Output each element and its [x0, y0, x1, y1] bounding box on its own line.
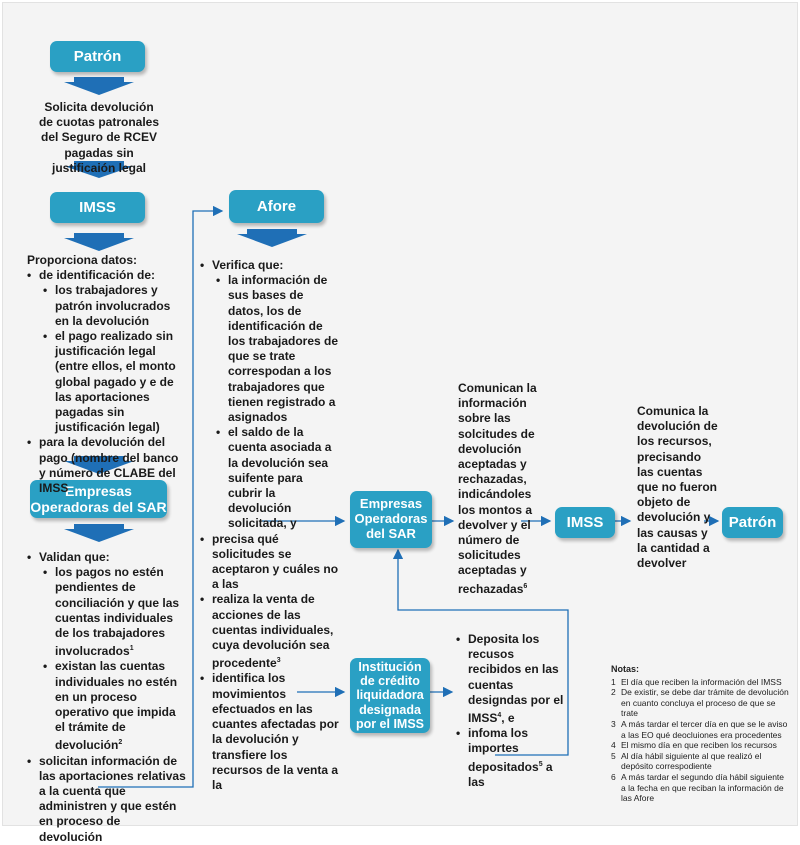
imss-item: para la devolución del pago (nombre del … [27, 435, 187, 496]
empresas-operadoras-box-center: Empresas Operadoras del SAR [350, 491, 432, 548]
imss-item: de identificación de: los trabajadores y… [27, 268, 187, 435]
afore-item: precisa qué solicitudes se aceptaron y c… [200, 532, 340, 593]
afore-item-text: realiza la venta de acciones de las cuen… [212, 592, 334, 671]
afore-subitem: el saldo de la cuenta asociada a la devo… [216, 425, 340, 531]
empresas-subitem: los pagos no estén pendientes de concili… [43, 565, 187, 659]
afore-item-text: Verifica que: [212, 258, 284, 272]
comunican-text: Comunican la información sobre las solci… [458, 381, 537, 596]
afore-item: Verifica que: la información de sus base… [200, 258, 340, 532]
deposita-item-text: Deposita los recusos recibidos en las cu… [468, 632, 564, 726]
empresas-item: solicitan información de las aportacione… [27, 754, 187, 845]
note-item: 1 El día que reciben la información del I… [611, 677, 791, 688]
footnote-ref: 6 [523, 582, 528, 590]
institucion-credito-box: Institución de crédito liquidadora desig… [350, 658, 430, 733]
note-text: A más tardar el segundo día hábil siguie… [621, 771, 785, 804]
patron-box-end: Patrón [722, 507, 783, 538]
deposita-item-tail: a las [468, 759, 553, 789]
empresas-subitem-text: existan las cuentas individuales no esté… [55, 659, 178, 753]
imss-box-end: IMSS [555, 507, 615, 538]
imss-subitem: los trabajadores y patrón involucrados e… [43, 283, 187, 329]
note-number: 6 [611, 771, 616, 782]
down-arrow-icon [64, 77, 134, 95]
deposita-item: Deposita los recusos recibidos en las cu… [456, 632, 564, 726]
imss-box-start: IMSS [50, 192, 145, 223]
patron-box-start: Patrón [50, 41, 145, 72]
down-arrow-icon [64, 161, 134, 178]
deposita-item-tail: , e [501, 711, 515, 726]
footnote-ref: 1 [129, 645, 134, 653]
note-number: 4 [611, 740, 616, 751]
footnote-ref: 4 [497, 712, 502, 720]
imss-intro: Proporciona datos: [27, 253, 138, 267]
afore-item: realiza la venta de acciones de las cuen… [200, 592, 340, 671]
note-item: 3 A más tardar el tercer día en que se le… [611, 719, 791, 740]
afore-box: Afore [229, 190, 324, 223]
note-number: 5 [611, 750, 616, 761]
note-text: A más tardar el tercer día en que se le … [621, 718, 788, 740]
deposita-item-text: infoma los importes depositados [468, 726, 539, 774]
footnote-ref: 3 [276, 657, 281, 665]
comunica-description: Comunica la devolución de los recursos, … [637, 404, 718, 571]
empresas-item-text: Validan que: [39, 550, 110, 564]
imss-subitem: el pago realizado sin justificación lega… [43, 329, 187, 435]
note-item: 5 Al día hábil siguiente al que realizó e… [611, 751, 791, 772]
deposita-description: Deposita los recusos recibidos en las cu… [456, 632, 564, 790]
afore-description: Verifica que: la información de sus base… [200, 258, 340, 793]
down-arrow-icon [64, 233, 134, 251]
imss-item-text: de identificación de: [39, 268, 156, 283]
deposita-item: infoma los importes depositados5 a las [456, 726, 564, 790]
empresas-subitem: existan las cuentas individuales no esté… [43, 659, 187, 753]
down-arrow-icon [64, 524, 134, 542]
footnote-ref: 5 [538, 760, 543, 768]
empresas-subitem-text: los pagos no estén pendientes de concili… [55, 565, 180, 659]
notes-title: Notas: [611, 664, 640, 674]
note-number: 3 [611, 718, 616, 729]
note-text: De existir, se debe dar trámite de devol… [621, 687, 789, 719]
empresas-description: Validan que: los pagos no estén pendient… [27, 550, 187, 845]
note-text: Al día hábil siguiente al que realizó el… [621, 750, 762, 772]
note-item: 2 De existir, se debe dar trámite de devo… [611, 687, 791, 719]
imss-description: Proporciona datos: de identificación de:… [27, 253, 187, 496]
note-number: 2 [611, 687, 616, 698]
footnote-ref: 2 [118, 739, 123, 747]
note-item: 4 El mismo día en que reciben los recurso… [611, 740, 791, 751]
note-item: 6 A más tardar el segundo día hábil sigui… [611, 772, 791, 804]
empresas-item: Validan que: los pagos no estén pendient… [27, 550, 187, 754]
note-number: 1 [611, 676, 616, 687]
comunican-description: Comunican la información sobre las solci… [458, 381, 546, 597]
note-text: El día que reciben la información del IM… [621, 676, 782, 687]
patron-description: Solicita devolución de cuotas patronales… [38, 100, 160, 175]
notes-panel: Notas: 1 El día que reciben la informació… [611, 664, 791, 804]
afore-item: identifica los movimientos efectuados en… [200, 671, 340, 793]
down-arrow-icon [237, 229, 307, 247]
afore-subitem: la información de sus bases de datos, lo… [216, 273, 340, 425]
note-text: El mismo día en que reciben los recursos [621, 740, 777, 751]
